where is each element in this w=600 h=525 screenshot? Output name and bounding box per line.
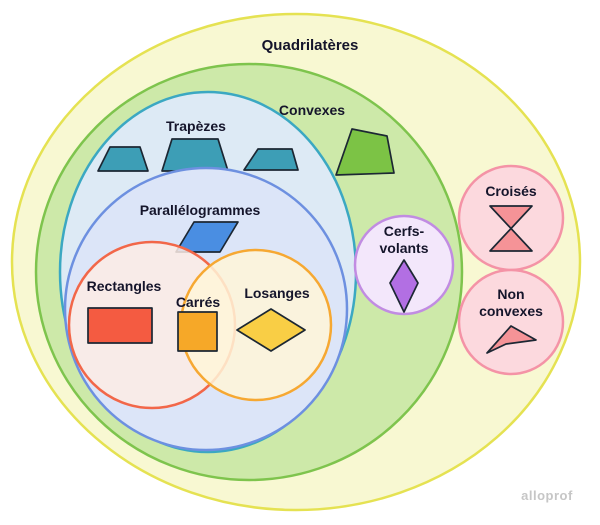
kite-shape	[389, 259, 419, 313]
set-carres-label: Carrés	[176, 294, 221, 310]
set-convexes-label: Convexes	[279, 102, 345, 118]
set-quadrilateres-label: Quadrilatères	[262, 37, 359, 54]
trapezoid-shape-2	[161, 138, 229, 172]
parallelogram-shape	[175, 221, 239, 253]
convex-quadrilateral-shape	[335, 128, 395, 176]
set-non-convexes-circle	[457, 268, 565, 376]
set-parallelogrammes-label: Parallélogrammes	[140, 202, 261, 218]
set-cerfs-volants-label-line2: volants	[379, 240, 428, 256]
alloprof-watermark: alloprof	[521, 488, 573, 503]
set-non-convexes-label-line2: convexes	[479, 303, 543, 319]
set-rectangles-label: Rectangles	[87, 278, 162, 294]
crossed-quadrilateral-shape	[489, 205, 533, 252]
square-shape	[177, 311, 218, 352]
set-non-convexes-label-line1: Non	[497, 286, 524, 302]
trapezoid-shape-3	[243, 148, 299, 171]
set-cerfs-volants-label-line1: Cerfs-	[384, 223, 425, 239]
trapezoid-shape-1	[97, 146, 149, 172]
set-croises-label: Croisés	[485, 183, 537, 199]
rectangle-shape	[87, 307, 153, 344]
losange-shape	[236, 308, 306, 352]
set-losanges-label: Losanges	[244, 285, 310, 301]
set-trapezes-label: Trapèzes	[166, 118, 226, 134]
dart-shape	[486, 325, 537, 354]
